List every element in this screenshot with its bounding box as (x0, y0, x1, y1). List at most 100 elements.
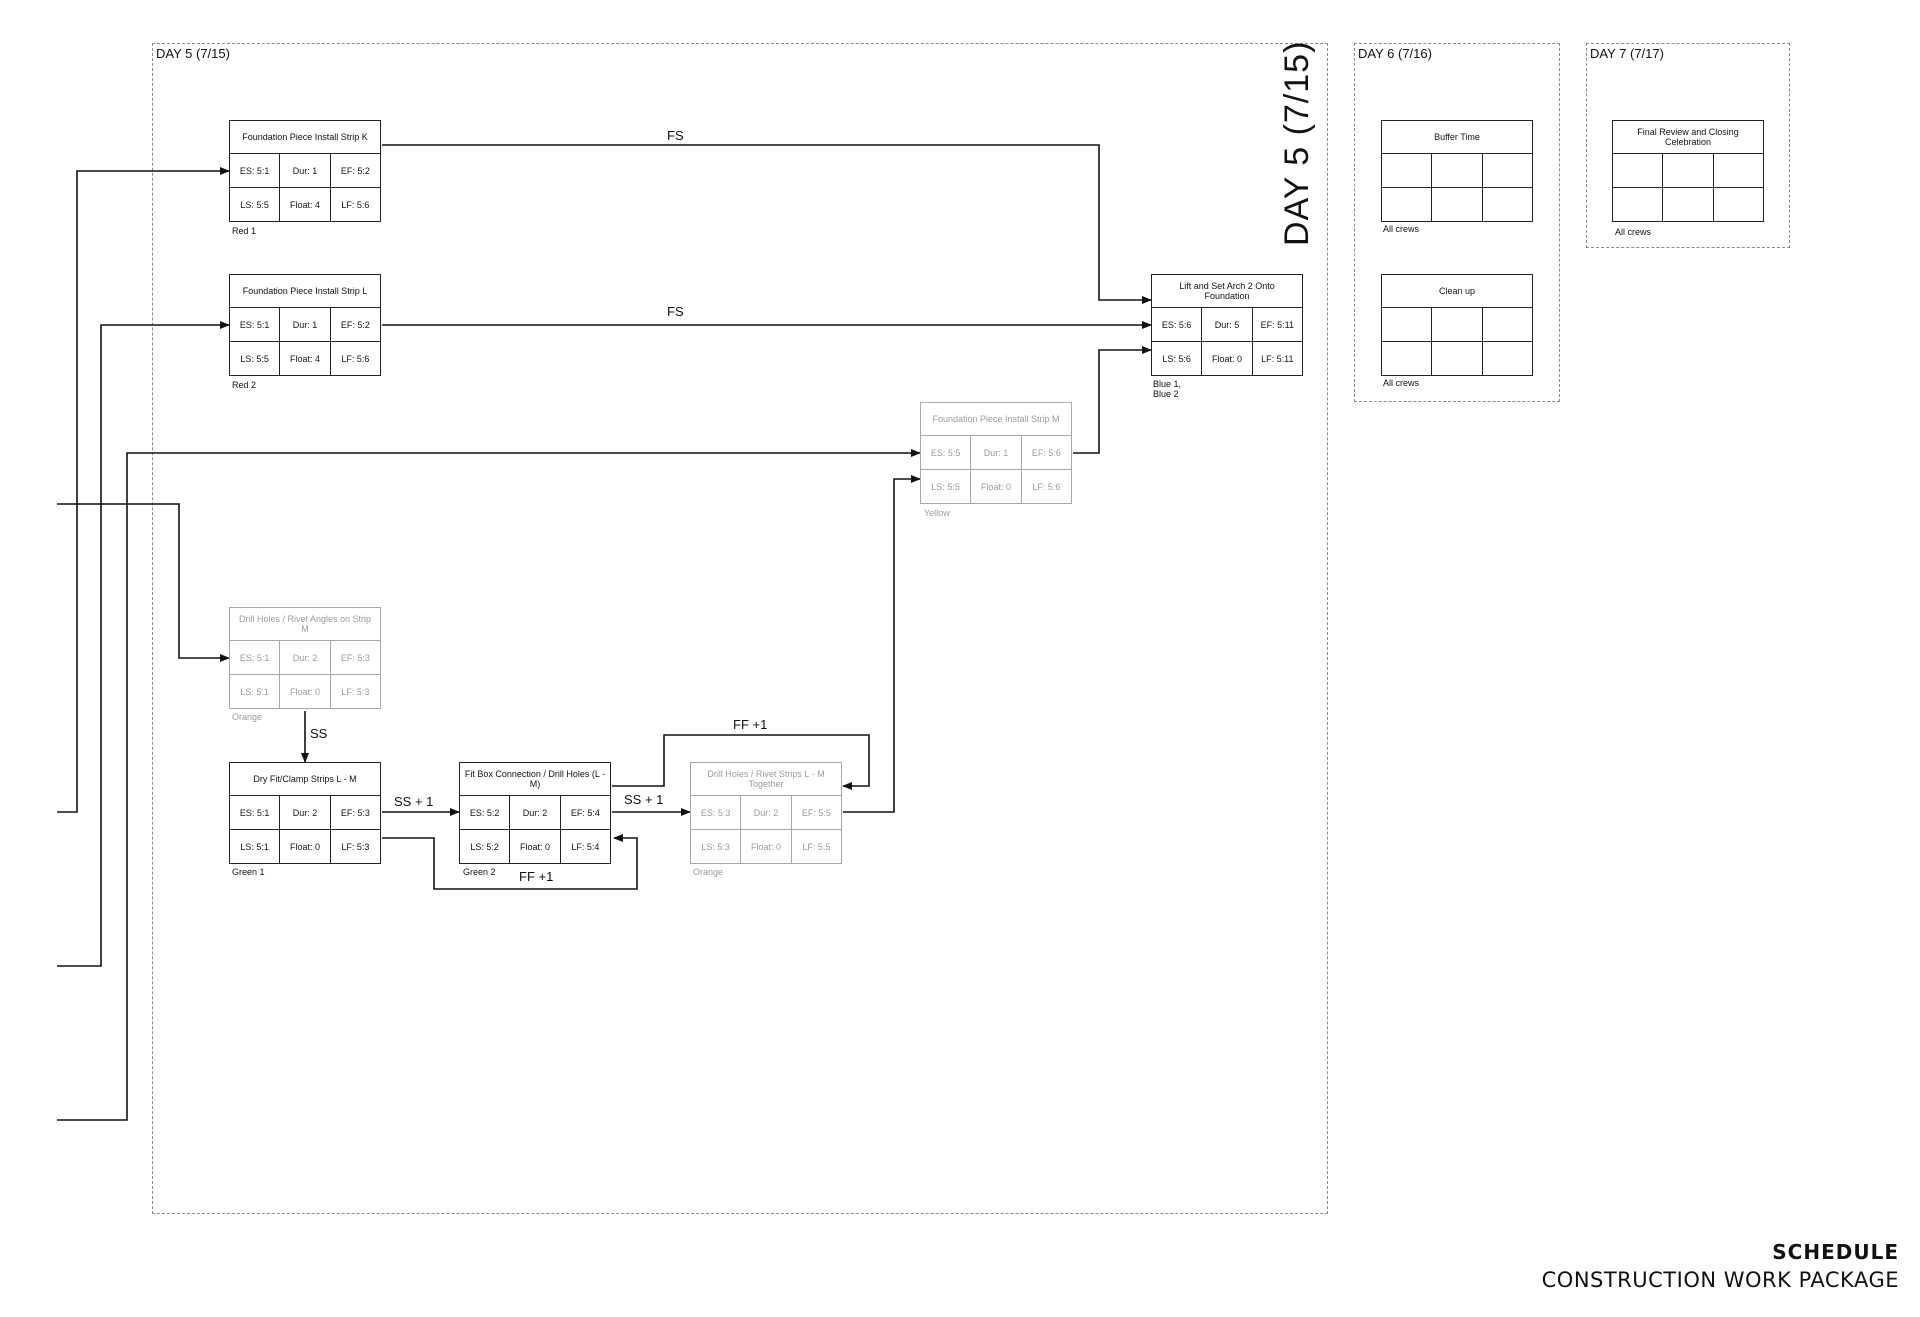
late-start: LS: 5:6 (1152, 342, 1203, 375)
activity-title: Foundation Piece Install Strip L (230, 275, 380, 308)
float: Float: 0 (741, 830, 792, 863)
link-strip-m-to-arch (1073, 346, 1152, 454)
float: Float: 4 (280, 188, 331, 221)
early-finish: EF: 5:2 (340, 165, 370, 176)
link-drill-lm-to-strip-m (843, 475, 921, 813)
duration: Dur: 2 (280, 796, 331, 829)
float: Float: 0 (510, 830, 561, 863)
incoming-link-strip-k (57, 167, 230, 813)
day7-zone: DAY 7 (7/17) (1586, 43, 1790, 248)
late-finish: LF: 5:6 (1032, 481, 1061, 492)
day6-zone-label: DAY 6 (7/16) (1358, 46, 1432, 61)
float: Float: 0 (1202, 342, 1253, 375)
late-finish: LF: 5:3 (341, 686, 370, 697)
activity-node-arch-2: Lift and Set Arch 2 Onto Foundation ES: … (1151, 274, 1303, 376)
early-start: ES: 5:6 (1152, 308, 1203, 341)
float: Float: 0 (280, 675, 331, 708)
early-start: ES: 5:3 (691, 796, 742, 829)
lag-label-drill-dry: SS (310, 726, 328, 741)
activity-node-clean-up: Clean up (1381, 274, 1533, 376)
late-finish: LF: 5:11 (1261, 353, 1294, 364)
duration: Dur: 2 (280, 641, 331, 674)
day6-zone: DAY 6 (7/16) (1354, 43, 1560, 402)
activity-title: Fit Box Connection / Drill Holes (L - M) (460, 763, 610, 796)
link-fit-box-to-drill-lm-ff (612, 734, 870, 790)
incoming-link-drill-m (57, 503, 230, 662)
activity-title: Foundation Piece Install Strip K (230, 121, 380, 154)
activity-title: Dry Fit/Clamp Strips L - M (230, 763, 380, 796)
duration: Dur: 1 (280, 308, 331, 341)
activity-title: Lift and Set Arch 2 Onto Foundation (1152, 275, 1302, 308)
crew-label-clean-up: All crews (1383, 378, 1420, 388)
late-start: LS: 5:5 (230, 342, 281, 375)
crew-label-buffer-time: All crews (1383, 224, 1420, 234)
crew-label-drill-strips-lm: Orange (693, 867, 724, 877)
day5-zone-label: DAY 5 (7/15) (156, 46, 230, 61)
lag-label-fit-dry-ff: FF +1 (519, 869, 554, 884)
early-finish: EF: 5:11 (1260, 319, 1294, 330)
activity-node-strip-m: Foundation Piece Install Strip M ES: 5:5… (920, 402, 1072, 504)
activity-node-strip-k: Foundation Piece Install Strip K ES: 5:1… (229, 120, 381, 222)
float: Float: 0 (971, 470, 1022, 503)
activity-node-fit-box: Fit Box Connection / Drill Holes (L - M)… (459, 762, 611, 864)
activity-title: Clean up (1382, 275, 1532, 308)
crew-label-drill-strip-m: Orange (232, 712, 263, 722)
activity-title: Drill Holes / Rivet Angles on Strip M (230, 608, 380, 641)
late-start: LS: 5:1 (230, 830, 281, 863)
day7-zone-label: DAY 7 (7/17) (1590, 46, 1664, 61)
lag-label-fit-drill-ff: FF +1 (733, 717, 768, 732)
late-finish: LF: 5:5 (802, 841, 831, 852)
link-strip-k-to-arch (382, 144, 1152, 304)
incoming-link-strip-l (57, 321, 230, 967)
late-finish: LF: 5:6 (341, 199, 370, 210)
crew-label-dry-fit: Green 1 (232, 867, 265, 877)
crew-label-fit-box: Green 2 (463, 867, 496, 877)
duration: Dur: 2 (741, 796, 792, 829)
day5-zone: DAY 5 (7/15) (152, 43, 1328, 1214)
sheet-title: SCHEDULE (1772, 1240, 1899, 1264)
activity-title: Buffer Time (1382, 121, 1532, 154)
crew-label-arch-2: Blue 1, Blue 2 (1153, 379, 1182, 399)
duration: Dur: 5 (1202, 308, 1253, 341)
incoming-link-strip-m (57, 449, 921, 1121)
early-finish: EF: 5:5 (801, 807, 831, 818)
activity-title: Drill Holes / Rivet Strips L - M Togethe… (691, 763, 841, 796)
activity-node-strip-l: Foundation Piece Install Strip L ES: 5:1… (229, 274, 381, 376)
activity-node-buffer-time: Buffer Time (1381, 120, 1533, 222)
early-start: ES: 5:1 (230, 641, 281, 674)
activity-node-drill-strips-lm: Drill Holes / Rivet Strips L - M Togethe… (690, 762, 842, 864)
early-finish: EF: 5:6 (1031, 447, 1061, 458)
crew-label-strip-k: Red 1 (232, 226, 257, 236)
crew-label-strip-m: Yellow (924, 508, 950, 518)
lag-label-l-arch: FS (667, 304, 684, 319)
link-fit-box-to-dry-fit-ff (382, 834, 638, 890)
late-start: LS: 5:3 (691, 830, 742, 863)
early-finish: EF: 5:3 (340, 807, 370, 818)
activity-node-final-review: Final Review and Closing Celebration (1612, 120, 1764, 222)
late-start: LS: 5:5 (921, 470, 972, 503)
lag-label-k-arch: FS (667, 128, 684, 143)
late-start: LS: 5:1 (230, 675, 281, 708)
early-start: ES: 5:5 (921, 436, 972, 469)
activity-node-drill-strip-m: Drill Holes / Rivet Angles on Strip M ES… (229, 607, 381, 709)
duration: Dur: 1 (971, 436, 1022, 469)
late-finish: LF: 5:4 (571, 841, 600, 852)
activity-title: Foundation Piece Install Strip M (921, 403, 1071, 436)
early-start: ES: 5:1 (230, 308, 281, 341)
float: Float: 4 (280, 342, 331, 375)
late-start: LS: 5:2 (460, 830, 511, 863)
late-finish: LF: 5:3 (341, 841, 370, 852)
early-finish: EF: 5:4 (570, 807, 600, 818)
float: Float: 0 (280, 830, 331, 863)
activity-node-dry-fit: Dry Fit/Clamp Strips L - M ES: 5:1 Dur: … (229, 762, 381, 864)
early-start: ES: 5:1 (230, 796, 281, 829)
lag-label-dry-fit: SS + 1 (394, 794, 434, 809)
duration: Dur: 2 (510, 796, 561, 829)
crew-label-strip-l: Red 2 (232, 380, 257, 390)
lag-label-fit-drill: SS + 1 (624, 792, 664, 807)
sheet-subtitle: CONSTRUCTION WORK PACKAGE (1541, 1268, 1899, 1292)
early-finish: EF: 5:2 (340, 319, 370, 330)
crew-label-final-review: All crews (1615, 227, 1652, 237)
early-start: ES: 5:1 (230, 154, 281, 187)
